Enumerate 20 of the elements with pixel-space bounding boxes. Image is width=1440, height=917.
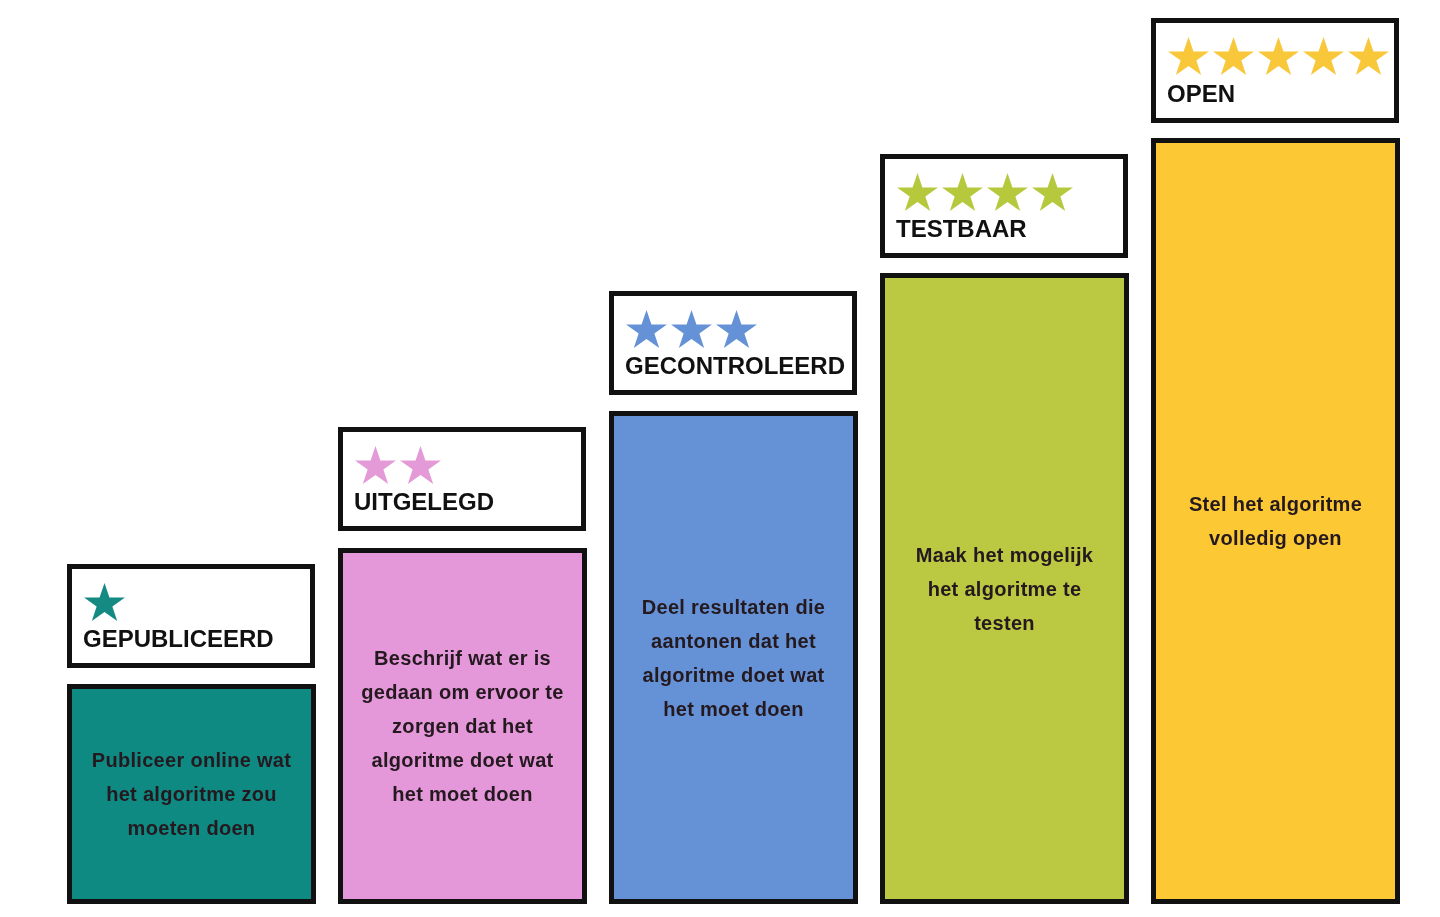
level-header-box xyxy=(67,564,315,668)
level-title: UITGELEGD xyxy=(354,489,494,515)
level-header-box xyxy=(609,291,857,395)
level-title: GECONTROLEERD xyxy=(625,353,845,379)
level-header-box xyxy=(338,427,586,531)
level-header-box xyxy=(1151,18,1399,123)
level-description: Publiceer online wat het algoritme zou moeten doen xyxy=(90,748,293,841)
level-title: GEPUBLICEERD xyxy=(83,626,274,652)
level-bar xyxy=(880,273,1129,904)
level-bar xyxy=(67,684,316,904)
level-title: TESTBAAR xyxy=(896,216,1027,242)
level-bar xyxy=(609,411,858,904)
level-bar xyxy=(1151,138,1400,904)
level-description: Maak het mogelijk het algoritme te testen xyxy=(914,542,1095,636)
level-header-box xyxy=(880,154,1128,258)
level-description: Deel resultaten die aantonen dat het algoritme doet wat het moet doen xyxy=(640,594,827,722)
level-description: Stel het algoritme volledig open xyxy=(1187,492,1364,551)
level-description: Beschrijf wat er is gedaan om ervoor te zorgen dat het algoritme doet wat het moet doen xyxy=(360,646,565,807)
level-title: OPEN xyxy=(1167,81,1235,107)
level-bar xyxy=(338,548,587,904)
